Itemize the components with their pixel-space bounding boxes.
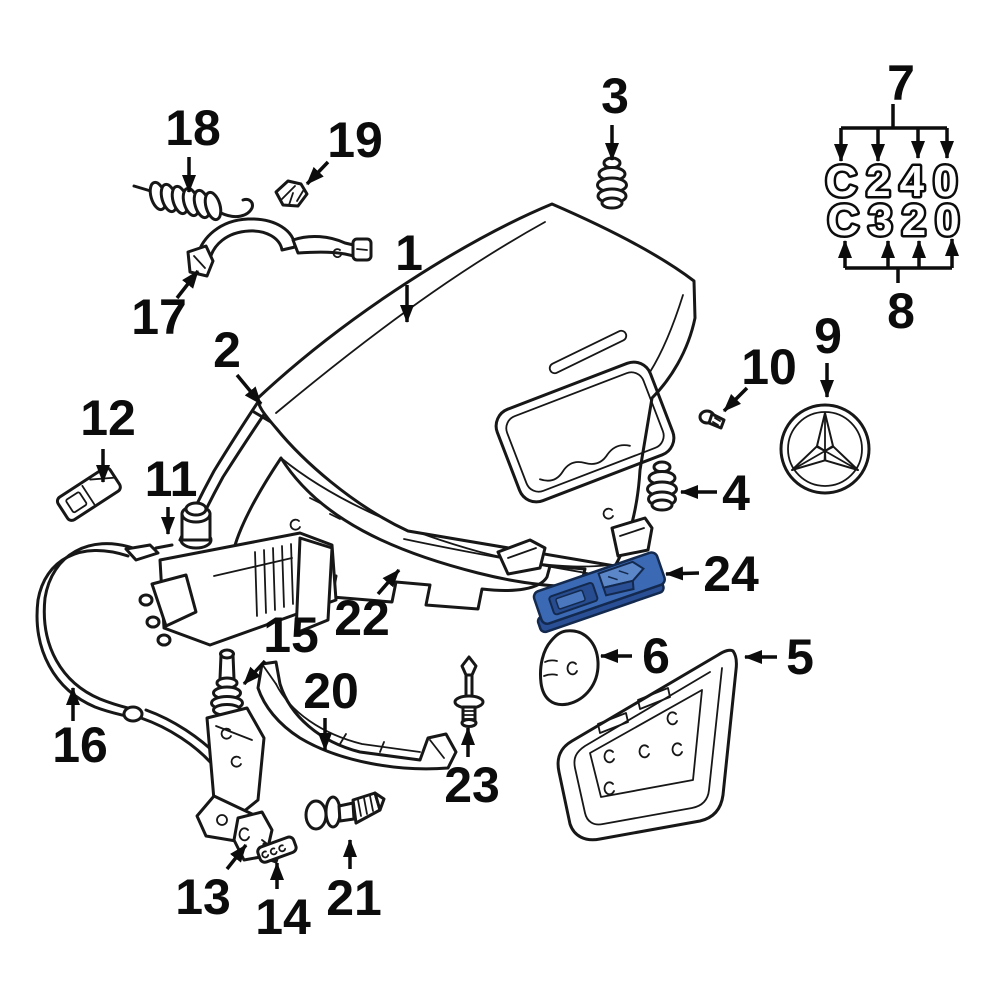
callout-10[interactable]: 10 <box>741 339 797 395</box>
part-trim-bracket <box>256 660 458 771</box>
callout-5[interactable]: 5 <box>786 629 814 685</box>
callout-1[interactable]: 1 <box>395 225 423 281</box>
callout-7[interactable]: 7 <box>887 55 915 111</box>
callout-3[interactable]: 3 <box>601 68 629 124</box>
part-release-cable <box>35 542 237 784</box>
badge-c240: C240 <box>825 157 966 206</box>
part-clip <box>274 179 309 208</box>
callout-13[interactable]: 13 <box>175 869 231 925</box>
callout-20[interactable]: 20 <box>303 663 359 719</box>
part-rubber-buffer-3 <box>596 156 628 210</box>
callout-6[interactable]: 6 <box>642 628 670 684</box>
callout-4[interactable]: 4 <box>722 465 750 521</box>
callout-18[interactable]: 18 <box>165 100 221 156</box>
lid-license-recess <box>494 360 676 504</box>
lid-grip-slot <box>548 329 628 375</box>
callout-19[interactable]: 19 <box>327 112 383 168</box>
badge-c320: C320 <box>827 196 968 245</box>
part-hinge-arm <box>186 217 373 278</box>
callout-8[interactable]: 8 <box>887 283 915 339</box>
callout-2[interactable]: 2 <box>213 322 241 378</box>
callout-12[interactable]: 12 <box>80 390 136 446</box>
callout-16[interactable]: 16 <box>52 717 108 773</box>
callout-15[interactable]: 15 <box>263 607 319 663</box>
part-spacer-plate <box>256 835 298 864</box>
part-rubber-buffer-15 <box>210 648 244 717</box>
part-license-lamp-highlighted[interactable] <box>529 551 669 634</box>
callout-11[interactable]: 11 <box>145 451 198 507</box>
model-badges: C240 C320 <box>823 155 968 248</box>
callout-9[interactable]: 9 <box>814 308 842 364</box>
part-trunk-lid <box>256 202 697 578</box>
callout-labels: 1 2 3 4 5 6 7 8 9 10 11 12 13 14 15 16 1… <box>52 55 915 945</box>
part-emblem-screw <box>698 409 726 430</box>
part-rubber-buffer-4 <box>646 460 678 512</box>
part-striker-block <box>55 466 122 522</box>
callout-22[interactable]: 22 <box>334 590 390 646</box>
part-torsion-spring <box>132 180 254 222</box>
mercedes-star-icon <box>779 403 871 495</box>
part-expansion-rivet <box>304 791 386 831</box>
part-lock-actuator <box>138 501 338 647</box>
callout-21[interactable]: 21 <box>326 870 382 926</box>
part-grommet-cap <box>539 629 600 707</box>
callout-17[interactable]: 17 <box>131 289 187 345</box>
callout-14[interactable]: 14 <box>255 889 311 945</box>
part-push-pin <box>453 655 485 728</box>
callout-24[interactable]: 24 <box>703 546 759 602</box>
leader-arrows <box>66 104 959 889</box>
part-license-pocket <box>556 648 738 842</box>
callout-23[interactable]: 23 <box>444 757 500 813</box>
